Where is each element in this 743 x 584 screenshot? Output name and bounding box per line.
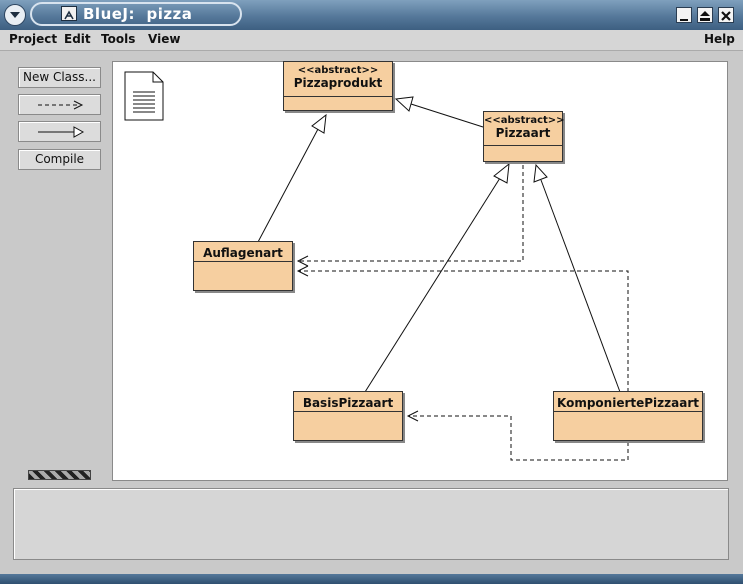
title-bar: BlueJ: pizza [0, 0, 743, 30]
bluej-app-icon [61, 6, 77, 21]
readme-document-icon[interactable] [124, 71, 164, 121]
class-name: Pizzaart [495, 126, 551, 140]
minimize-icon [680, 19, 688, 21]
class-divider [554, 411, 702, 412]
dashed-arrow-icon [37, 100, 83, 110]
window-menu-button[interactable] [4, 4, 26, 26]
menu-help[interactable]: Help [704, 32, 735, 46]
uses-arrow-button[interactable] [18, 94, 101, 115]
close-icon [721, 11, 731, 21]
class-divider [194, 261, 292, 262]
close-button[interactable] [718, 7, 734, 23]
chevron-down-icon [10, 12, 20, 18]
class-name: BasisPizzaart [302, 396, 394, 410]
menu-tools[interactable]: Tools [101, 32, 136, 46]
class-stereotype: <<abstract>> [484, 115, 565, 126]
maximize-button[interactable] [697, 7, 713, 23]
class-divider [484, 145, 562, 146]
menu-bar: Project Edit Tools View Help [0, 30, 743, 51]
class-pizzaart[interactable]: <<abstract>> Pizzaart [483, 111, 565, 162]
class-name: Pizzaprodukt [293, 76, 383, 90]
class-name: Auflagenart [203, 246, 283, 260]
class-divider [294, 411, 402, 412]
compile-button[interactable]: Compile [18, 149, 101, 170]
class-auflagenart[interactable]: Auflagenart [193, 241, 293, 291]
menu-view[interactable]: View [148, 32, 181, 46]
class-stereotype: <<abstract>> [297, 65, 379, 76]
message-area [13, 488, 729, 560]
inheritance-arrow-icon [37, 126, 84, 138]
machine-indicator [28, 470, 91, 480]
class-basispizzaart[interactable]: BasisPizzaart [293, 391, 403, 441]
inherit-arrow-button[interactable] [18, 121, 101, 142]
new-class-button[interactable]: New Class... [18, 67, 101, 88]
minimize-button[interactable] [676, 7, 692, 23]
class-komponiertepizzaart[interactable]: KomponiertePizzaart [553, 391, 703, 441]
maximize-icon [700, 11, 710, 21]
class-pizzaprodukt[interactable]: <<abstract>> Pizzaprodukt [283, 61, 393, 111]
menu-project[interactable]: Project [9, 32, 58, 46]
window-bottom-border [0, 574, 743, 584]
window-title: BlueJ: pizza [83, 5, 193, 23]
class-name: KomponiertePizzaart [557, 396, 699, 410]
class-divider [284, 96, 392, 97]
title-pill [30, 2, 242, 26]
menu-edit[interactable]: Edit [64, 32, 91, 46]
